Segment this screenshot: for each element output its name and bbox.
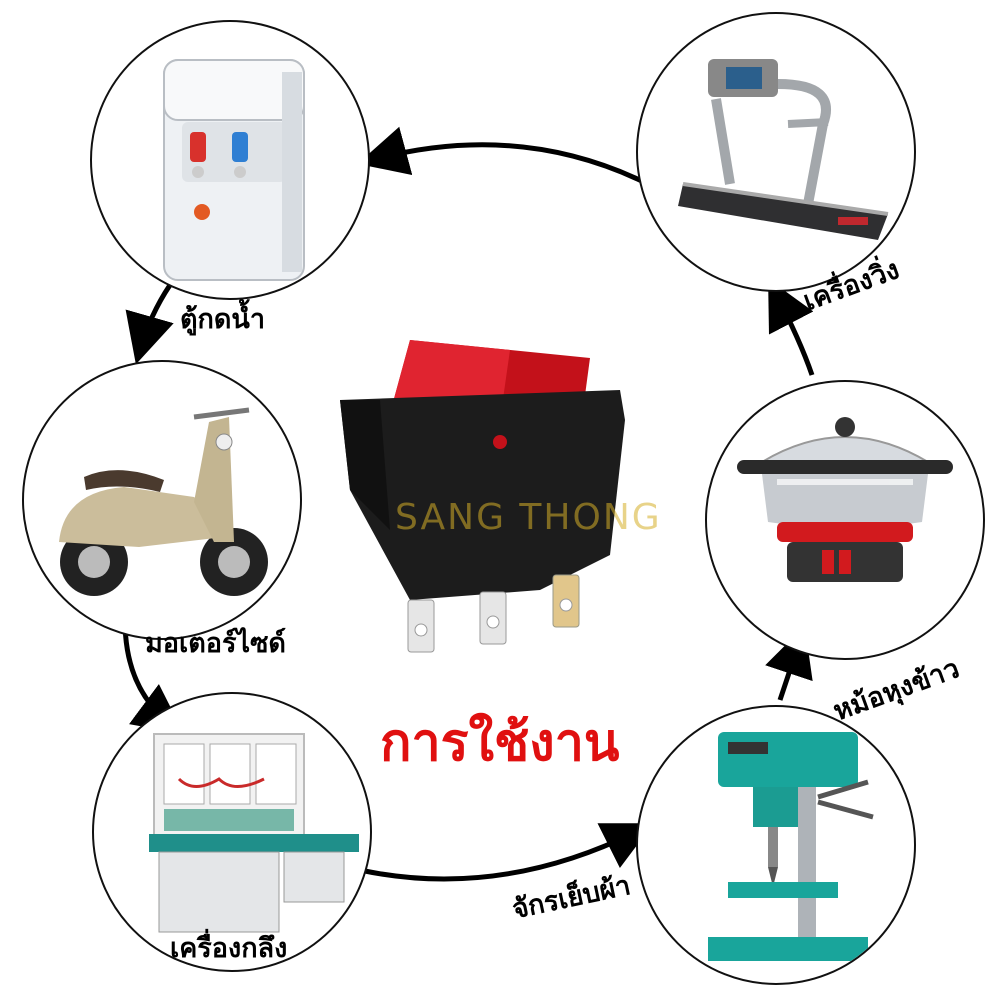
item-label-motorcycle: มอเตอร์ไซด์ <box>145 628 286 659</box>
item-circle-treadmill <box>636 12 916 292</box>
arrow-bench-to-drill <box>359 823 654 882</box>
rocker-switch-icon <box>340 340 625 653</box>
treadmill-icon <box>678 59 889 240</box>
arrow-dispenser-to-motorcycle <box>125 283 174 365</box>
item-circle-drill-press <box>636 705 916 985</box>
page-title: การใช้งาน <box>380 713 620 773</box>
item-circle-lathe-bench <box>92 692 372 972</box>
item-label-lathe-bench: เครื่องกลึง <box>170 933 288 964</box>
item-circle-water-dispenser <box>90 20 370 300</box>
item-circle-motorcycle <box>22 360 302 640</box>
water-dispenser-icon <box>163 59 305 281</box>
rice-cooker-icon <box>737 417 953 582</box>
item-circle-rice-cooker <box>705 380 985 660</box>
arrow-cooker-to-treadmill <box>768 278 815 376</box>
watermark: SANG THONG <box>395 497 662 538</box>
motorcycle-icon <box>59 407 268 596</box>
drill-press-icon <box>708 732 874 961</box>
item-label-water-dispenser: ตู้กดน้ำ <box>180 304 266 335</box>
arrow-treadmill-to-dispenser <box>357 126 652 188</box>
lathe-bench-icon <box>149 733 359 933</box>
